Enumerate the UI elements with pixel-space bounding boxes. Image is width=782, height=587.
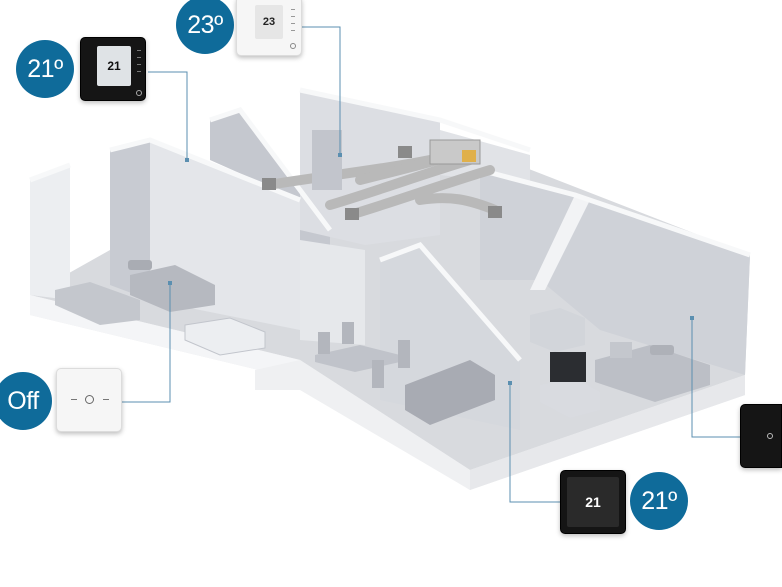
wall-top-edge-6 [379, 242, 522, 362]
wall-top-edge-5 [479, 167, 751, 258]
pillow-left [128, 260, 152, 270]
nightstand-right [610, 342, 632, 358]
plus-icon [103, 399, 109, 400]
bathtub [184, 317, 266, 356]
power-icon [290, 43, 296, 49]
wall-top-edges [29, 162, 71, 183]
wall-top-edge-3 [209, 107, 332, 232]
badge-value: 21º [641, 486, 677, 515]
thermostat-reading: 23 [262, 16, 276, 28]
tv-stand [540, 378, 600, 418]
bed-left [130, 265, 215, 312]
front-wall-right [470, 375, 745, 490]
callout-line-bottom-left [122, 283, 171, 403]
thermostat-right-edge[interactable] [740, 404, 782, 468]
thermostat-reading: 21 [107, 59, 121, 73]
wardrobe [312, 130, 342, 190]
wall-top-edge-2 [109, 137, 301, 203]
chair-3 [372, 360, 384, 388]
callout-line-top-center [302, 26, 341, 155]
callout-line-right-edge [691, 318, 740, 438]
temperature-badge-bottom-right: 21º [630, 472, 688, 530]
status-badge-bottom-left: Off [0, 372, 52, 430]
thermostat-top-center[interactable]: 23 [236, 0, 302, 56]
thermostat-bottom-right[interactable]: 21 [560, 470, 626, 534]
marker-right-edge [690, 316, 694, 320]
power-icon [767, 433, 773, 439]
wall-back-left [30, 165, 70, 300]
temperature-badge-top-left: 21º [16, 40, 74, 98]
thermostat-buttons [291, 9, 295, 37]
marker-bottom-left [168, 281, 172, 285]
thermostat-screen: 21 [567, 477, 619, 527]
chair-2 [342, 322, 354, 344]
duct-diffuser-2 [345, 208, 359, 220]
badge-value: 21º [27, 54, 63, 83]
callout-line-bottom-right [509, 383, 560, 503]
wall-right-front-inner [530, 195, 590, 290]
temperature-badge-top-center: 23º [176, 0, 234, 54]
sofa [405, 360, 495, 425]
thermostat-bottom-left[interactable] [56, 368, 122, 432]
duct-diffuser-4 [398, 146, 412, 158]
furniture [55, 130, 710, 425]
wall-top-edge-4 [299, 87, 531, 153]
wall-partition-front [300, 240, 365, 345]
desk-left [55, 282, 140, 325]
duct-unit-connector [462, 150, 476, 162]
badge-value: Off [7, 386, 39, 415]
duct-diffuser-1 [262, 178, 276, 190]
callout-markers [168, 153, 694, 385]
thermostat-buttons [137, 50, 141, 78]
chair-1 [318, 332, 330, 354]
power-icon [85, 395, 94, 404]
badge-value: 23º [187, 10, 223, 39]
marker-bottom-right [508, 381, 512, 385]
front-wall-center [255, 360, 470, 490]
thermostat-screen: 21 [97, 46, 131, 86]
minus-icon [71, 399, 77, 400]
shelf-right [530, 308, 585, 352]
thermostat-top-left[interactable]: 21 [80, 37, 146, 101]
duct-diffuser-3 [488, 206, 502, 218]
power-icon [136, 90, 142, 96]
thermostat-screen: 23 [255, 5, 283, 39]
marker-top-center [338, 153, 342, 157]
bed-right [595, 345, 710, 402]
tv [550, 352, 586, 382]
wall-right-back [480, 170, 750, 375]
callout-lines [122, 26, 740, 503]
thermostat-reading: 21 [585, 494, 601, 510]
callout-line-top-left [148, 71, 188, 160]
chair-4 [398, 340, 410, 368]
pillow-right [650, 345, 674, 355]
marker-top-left [185, 158, 189, 162]
